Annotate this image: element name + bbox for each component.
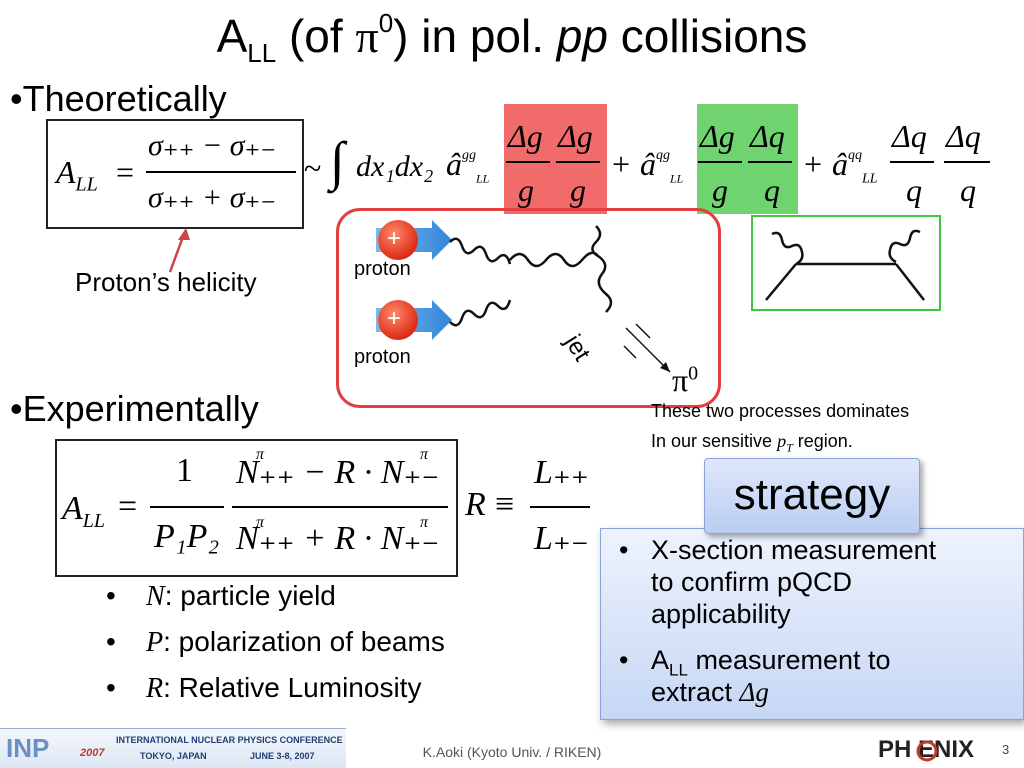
frac-line (506, 161, 550, 163)
exp-denominator: N₊₊ + R · N₊₋ (236, 520, 440, 557)
inpc-logo: INP 2007 International Nuclear Physics C… (0, 728, 346, 768)
processes-note-line1: These two processes dominates (651, 401, 910, 421)
frac-line (150, 506, 224, 508)
exp-pi-sup-4: π (420, 514, 429, 531)
inpc-mark: INP (6, 733, 50, 763)
bullet-R: •R: Relative Luminosity (106, 672, 422, 704)
frac-line (944, 161, 990, 163)
theory-denominator: σ₊₊ + σ₊₋ (148, 181, 277, 214)
integral-sign: ∫ (330, 131, 345, 191)
qg-diagram-box (751, 215, 941, 311)
R-symbol: R (465, 486, 486, 523)
exp-pi-sup-3: π (256, 514, 265, 531)
q-1: q (764, 172, 780, 208)
inpc-dates: June 3-8, 2007 (250, 751, 315, 761)
delta-g-3: Δg (700, 118, 735, 154)
frac-line (698, 161, 742, 163)
inpc-place: Tokyo, Japan (140, 751, 207, 761)
delta-g-1: Δg (508, 118, 543, 154)
helicity-arrow (168, 228, 190, 273)
delta-q-1: Δq (750, 118, 785, 154)
frac-line (556, 161, 600, 163)
a-hat-qg: âqgLL (640, 146, 684, 186)
heading-theoretically: •Theoretically (10, 78, 227, 119)
delta-q-2: Δq (892, 118, 927, 154)
delta-g-2: Δg (558, 118, 593, 154)
proton-label-2: proton (354, 346, 411, 368)
pi0-label: π0 (672, 362, 699, 398)
L-numerator: L₊₊ (534, 454, 589, 491)
slide-title: ALL (of π0) in pol. pp collisions (216, 8, 808, 68)
frac-line (530, 506, 590, 508)
q-3: q (960, 172, 976, 208)
theory-fraction-line (146, 171, 296, 173)
inpc-name: International Nuclear Physics Conference (116, 735, 343, 745)
page-number: 3 (1002, 742, 1010, 757)
a-hat-qq: âqqLL (832, 146, 878, 187)
exp-equals: = (118, 488, 138, 525)
theory-formula-box (46, 119, 304, 229)
equiv-symbol: ≡ (495, 486, 515, 523)
bullet-N: •N: particle yield (106, 580, 336, 612)
helicity-label: Proton’s helicity (75, 267, 257, 297)
frac-line (748, 161, 792, 163)
gluon-feynman-diagram (449, 225, 613, 327)
exp-P1P2: P₁P₂ (154, 518, 220, 555)
qg-highlight (697, 104, 798, 214)
q-2: q (906, 172, 922, 208)
L-denominator: L₊₋ (534, 520, 589, 557)
bullet-P: •P: polarization of beams (106, 626, 445, 658)
frac-line (232, 506, 448, 508)
inpc-year: 2007 (80, 747, 105, 759)
plus-1: + (612, 146, 631, 182)
proton-1-plus: + (387, 225, 402, 252)
g-1: g (518, 172, 534, 208)
a-hat-gg: âggLL (446, 146, 490, 186)
quark-gluon-diagram (765, 229, 925, 301)
strategy-title: strategy (704, 458, 920, 534)
exp-numerator: N₊₊ − R · N₊₋ (236, 454, 440, 491)
heading-experimentally: •Experimentally (10, 388, 259, 429)
gg-highlight (504, 104, 607, 214)
jet-arrows (623, 323, 671, 373)
frac-line (890, 161, 934, 163)
dx-term: dx₁dx₂ (356, 150, 434, 183)
proton-beam-2 (376, 300, 452, 340)
footer-author: K.Aoki (Kyoto Univ. / RIKEN) (422, 744, 602, 760)
exp-pi-sup-2: π (420, 446, 429, 463)
plus-2: + (804, 146, 823, 182)
theory-A: ALL (56, 154, 98, 196)
delta-q-3: Δq (946, 118, 981, 154)
theory-equals: = (116, 154, 135, 190)
proton-2-plus: + (387, 305, 402, 332)
exp-A: ALL (62, 490, 106, 532)
strategy-panel: • X-section measurement to confirm pQCD … (600, 528, 1024, 720)
g-3: g (712, 172, 728, 208)
sim-sign: ~ (304, 150, 322, 186)
proton-beam-1 (376, 220, 452, 260)
exp-one: 1 (176, 452, 193, 489)
processes-note-line2: In our sensitive pT region. (651, 431, 853, 455)
gg-diagram-box (336, 208, 721, 408)
phenix-emblem-icon (916, 740, 938, 762)
proton-label-1: proton (354, 258, 411, 280)
theory-numerator: σ₊₊ − σ₊₋ (148, 129, 277, 162)
exp-formula-box (55, 439, 458, 577)
g-2: g (570, 172, 586, 208)
exp-pi-sup-1: π (256, 446, 265, 463)
